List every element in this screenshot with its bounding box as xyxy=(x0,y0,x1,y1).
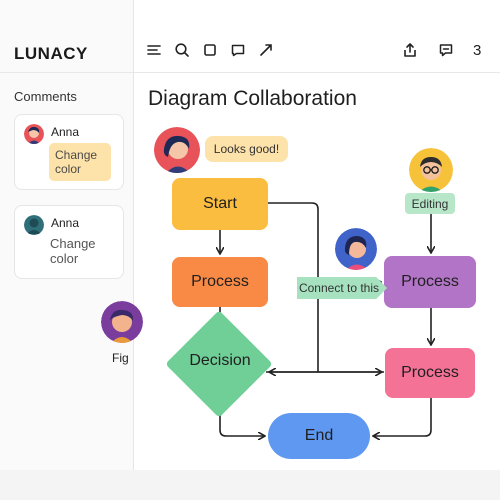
collaborator-count[interactable]: 3 xyxy=(473,42,482,59)
node-process-1[interactable]: Process xyxy=(172,257,268,307)
cursor-user-label: Fig xyxy=(112,351,129,365)
edge-start-right xyxy=(268,202,319,372)
node-start[interactable]: Start xyxy=(172,178,268,230)
comment-text: Change color xyxy=(49,143,111,181)
comment-card[interactable]: Anna Change color xyxy=(14,205,124,279)
page-title: Diagram Collaboration xyxy=(148,87,357,110)
edge-decision-end xyxy=(219,402,264,436)
editing-tag: Editing xyxy=(405,193,455,214)
share-icon[interactable] xyxy=(402,42,418,58)
collaborator-avatar-icon xyxy=(335,228,377,270)
comments-title: Comments xyxy=(14,89,77,104)
comment-card[interactable]: Anna Change color xyxy=(14,114,124,190)
avatar-anna-icon xyxy=(24,124,44,144)
diagram-connectors xyxy=(0,202,500,470)
node-end[interactable]: End xyxy=(268,413,370,459)
avatar-user-icon xyxy=(24,215,44,235)
sidebar-divider xyxy=(0,72,133,73)
comment-text: Change color xyxy=(50,236,96,266)
square-icon[interactable] xyxy=(202,42,218,58)
comment-shape-icon[interactable] xyxy=(230,42,246,58)
node-process-2[interactable]: Process xyxy=(384,256,476,308)
app-window: LUNACY Comments Anna Change color Anna C… xyxy=(0,0,500,470)
comment-author: Anna xyxy=(51,216,80,230)
comments-sidebar: LUNACY Comments Anna Change color Anna C… xyxy=(0,0,143,470)
node-decision-label: Decision xyxy=(189,352,251,369)
collaborator-avatar-icon xyxy=(409,148,453,192)
comment-bubble[interactable]: Looks good! xyxy=(205,136,288,162)
connect-tag[interactable]: Connect to this xyxy=(297,277,387,299)
user-cursor-avatar-icon xyxy=(101,301,143,343)
comment-author: Anna xyxy=(51,125,80,139)
app-logo: LUNACY xyxy=(14,44,88,63)
node-process-3[interactable]: Process xyxy=(385,348,475,398)
chat-icon[interactable] xyxy=(438,42,454,58)
collaborator-avatar-icon xyxy=(154,127,200,173)
edge-process3-end xyxy=(374,398,432,436)
menu-icon[interactable] xyxy=(146,42,162,58)
search-icon[interactable] xyxy=(174,42,190,58)
toolbar: 3 xyxy=(134,28,500,73)
arrow-icon[interactable] xyxy=(258,42,274,58)
